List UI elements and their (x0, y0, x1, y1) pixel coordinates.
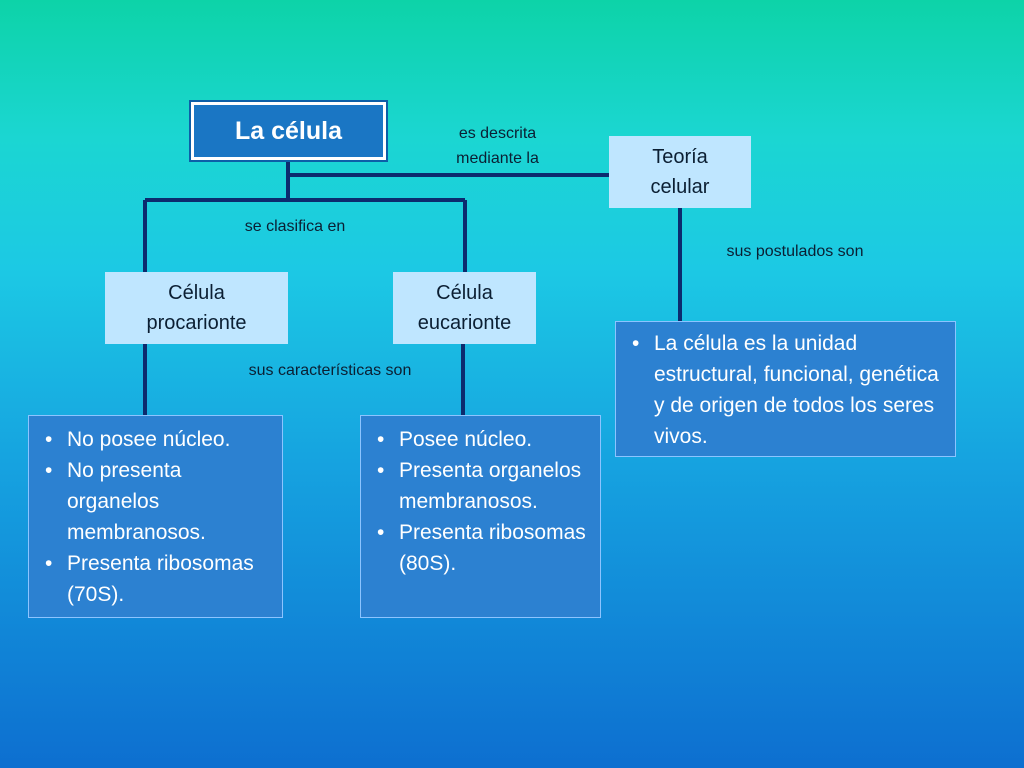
list-item: No posee núcleo. (45, 424, 272, 455)
cell-title: La célula (235, 117, 342, 145)
link-characteristics-are: sus características son (248, 362, 412, 379)
prokaryote-traits-box: No posee núcleo. No presenta organelos m… (28, 415, 283, 618)
list-item: La célula es la unidad estructural, func… (632, 328, 943, 452)
link-classified-into: se clasifica en (244, 218, 346, 235)
link-described-by: es descrita mediante la (456, 125, 539, 167)
eukaryote-traits-list: Posee núcleo. Presenta organelos membran… (371, 424, 592, 579)
prokaryote-box: Célula procarionte (105, 272, 288, 344)
list-item: Presenta ribosomas (70S). (45, 548, 272, 610)
postulates-list: La célula es la unidad estructural, func… (626, 328, 943, 452)
cell-title-box: La célula (189, 100, 388, 162)
eukaryote-label: Célula eucarionte (417, 282, 512, 334)
postulates-box: La célula es la unidad estructural, func… (615, 321, 956, 457)
eukaryote-box: Célula eucarionte (393, 272, 536, 344)
list-item: No presenta organelos membranosos. (45, 455, 272, 548)
list-item: Posee núcleo. (377, 424, 592, 455)
eukaryote-traits-box: Posee núcleo. Presenta organelos membran… (360, 415, 601, 618)
prokaryote-label: Célula procarionte (146, 282, 247, 334)
theory-label: Teoría celular (650, 146, 710, 198)
theory-box: Teoría celular (609, 136, 751, 208)
link-postulates-are: sus postulados son (726, 243, 864, 260)
prokaryote-traits-list: No posee núcleo. No presenta organelos m… (39, 424, 272, 610)
list-item: Presenta ribosomas (80S). (377, 517, 592, 579)
list-item: Presenta organelos membranosos. (377, 455, 592, 517)
